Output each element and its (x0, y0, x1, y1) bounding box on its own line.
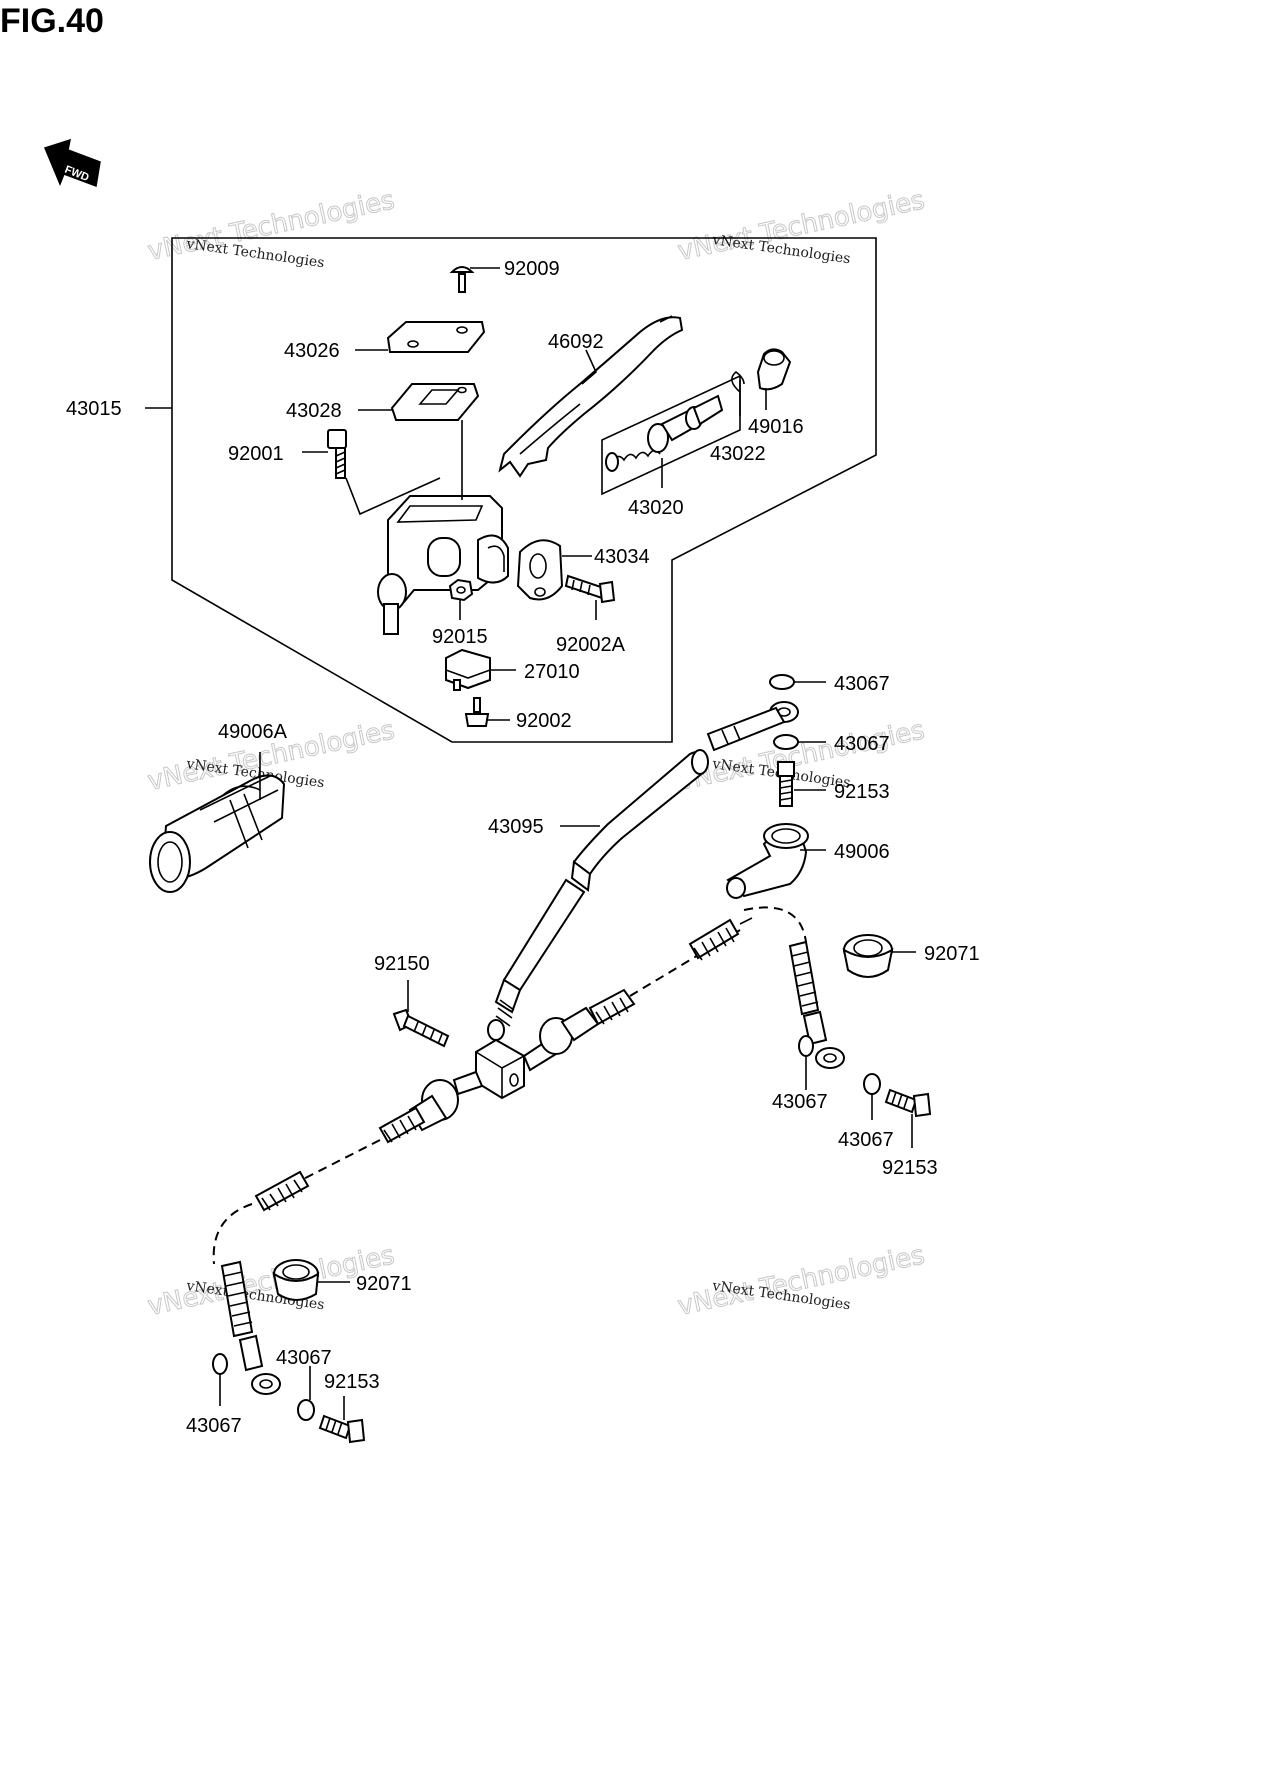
brake-switch-27010 (445, 648, 491, 691)
callout-92153: 92153 (834, 781, 890, 803)
callout-43095: 43095 (488, 816, 544, 838)
cover-49006A (149, 774, 286, 893)
reservoir-cap-43026 (386, 321, 486, 353)
callout-92153: 92153 (324, 1371, 380, 1393)
washer-43067 (773, 734, 799, 750)
screw-92002 (464, 697, 490, 727)
washer-43067 (798, 1035, 814, 1057)
callout-92150: 92150 (374, 953, 430, 975)
circlip-43022 (731, 370, 745, 393)
dust-boot-49016 (756, 348, 792, 391)
callout-92071: 92071 (924, 943, 980, 965)
callout-49016: 49016 (748, 416, 804, 438)
leader-lines (145, 267, 916, 1420)
callout-43067: 43067 (838, 1129, 894, 1151)
brake-lever-46092 (498, 315, 684, 478)
banjo-bolt-92153 (777, 761, 795, 807)
hose-branch-left (212, 1070, 484, 1395)
piston-kit-43020 (601, 374, 741, 496)
washer-43067 (297, 1399, 315, 1421)
hose-branch-right (522, 906, 845, 1072)
bolt-92150 (392, 1008, 450, 1048)
callout-43067: 43067 (186, 1415, 242, 1437)
callout-43026: 43026 (284, 340, 340, 362)
bolt-92002A (564, 574, 616, 604)
banjo-bolt-92153 (318, 1414, 366, 1444)
callout-43015: 43015 (66, 398, 122, 420)
callout-27010: 27010 (524, 661, 580, 683)
callout-43020: 43020 (628, 497, 684, 519)
fwd-arrow-icon: FWD (43, 138, 101, 188)
screw-92009 (449, 266, 475, 293)
washer-43067 (212, 1353, 228, 1375)
brake-hose-43095 (487, 749, 709, 1041)
banjo-bolt-92153 (884, 1088, 932, 1118)
diaphragm-43028 (390, 383, 480, 421)
master-cylinder-body (377, 495, 509, 635)
grommet-92071 (842, 934, 894, 978)
bolt-92001 (327, 429, 347, 479)
callout-92001: 92001 (228, 443, 284, 465)
callout-49006: 49006 (834, 841, 890, 863)
callout-43028: 43028 (286, 400, 342, 422)
banjo-fitting-top (706, 701, 799, 752)
callout-43067: 43067 (834, 733, 890, 755)
callout-43067: 43067 (834, 673, 890, 695)
assembly-outline (171, 237, 877, 743)
nut-92015 (448, 578, 474, 602)
callout-43022: 43022 (710, 443, 766, 465)
washer-43067 (769, 674, 795, 690)
watermark-group: vNext Technologies vNext Technologies vN… (145, 185, 928, 1323)
washer-43067 (863, 1073, 881, 1095)
callout-92071: 92071 (356, 1273, 412, 1295)
callout-43067: 43067 (276, 1347, 332, 1369)
hose-junction-joint (475, 1038, 525, 1100)
callout-92002A: 92002A (556, 634, 626, 656)
callout-92002: 92002 (516, 710, 572, 732)
callout-92153: 92153 (882, 1157, 938, 1179)
callout-43067: 43067 (772, 1091, 828, 1113)
clamp-43034 (516, 539, 564, 601)
grommet-92071 (272, 1259, 320, 1301)
callout-labels: 92009 43026 46092 43015 43028 49016 9200… (66, 258, 980, 1437)
figure-title: FIG.40 (0, 2, 104, 40)
callout-43034: 43034 (594, 546, 650, 568)
callout-46092: 46092 (548, 331, 604, 353)
hose-boot-49006 (726, 823, 809, 899)
callout-92015: 92015 (432, 626, 488, 648)
callout-92009: 92009 (504, 258, 560, 280)
callout-49006A: 49006A (218, 721, 288, 743)
